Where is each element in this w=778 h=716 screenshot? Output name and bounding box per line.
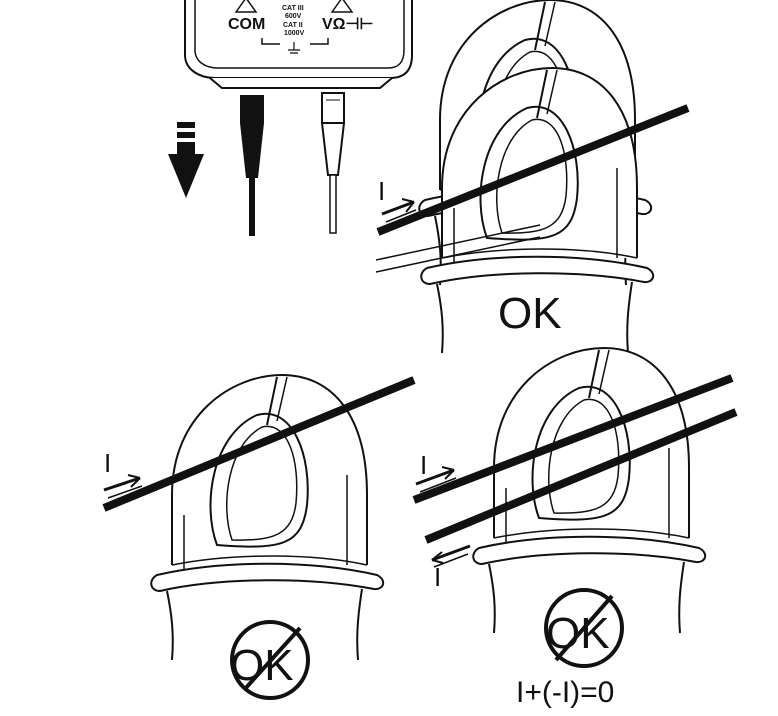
panel-not-ok-outside-jaw: I OK	[102, 374, 416, 700]
cat-text-1: CAT III	[282, 5, 304, 12]
current-arrow-icon	[415, 466, 457, 493]
panel-ok-single-conductor: I OK	[375, 0, 690, 354]
result-ok-label: OK	[498, 289, 562, 338]
current-label: I	[104, 448, 111, 478]
com-label: COM	[228, 16, 265, 33]
vohm-probe-plug	[320, 92, 346, 234]
meter-bottom: COM VΩ⊣⊢ CAT III 600V CAT II 1000V	[184, 0, 413, 89]
conductor	[102, 376, 416, 512]
vohm-label: VΩ⊣⊢	[322, 16, 373, 33]
conductor	[412, 374, 734, 504]
warning-icon	[234, 0, 258, 13]
cat-text-3: CAT II	[283, 22, 303, 29]
current-label-bottom: I	[434, 562, 441, 592]
not-ok-icon: OK	[544, 588, 624, 668]
panel-not-ok-two-conductors: I I OK I+(-I)=0	[412, 347, 738, 709]
current-arrow-icon	[381, 198, 417, 223]
down-arrow-icon	[168, 122, 204, 198]
warning-icon	[330, 0, 354, 13]
conductor	[376, 104, 690, 236]
current-label-top: I	[420, 450, 427, 480]
cancel-equation: I+(-I)=0	[516, 676, 614, 709]
cat-text-4: 1000V	[284, 30, 305, 37]
not-ok-icon: OK	[230, 620, 310, 700]
current-arrow-icon	[103, 474, 143, 499]
com-probe-plug	[240, 95, 264, 236]
cat-text-2: 600V	[285, 13, 302, 20]
conductor	[424, 408, 738, 544]
current-label: I	[378, 176, 385, 206]
reverse-current-arrow-icon	[431, 544, 471, 568]
